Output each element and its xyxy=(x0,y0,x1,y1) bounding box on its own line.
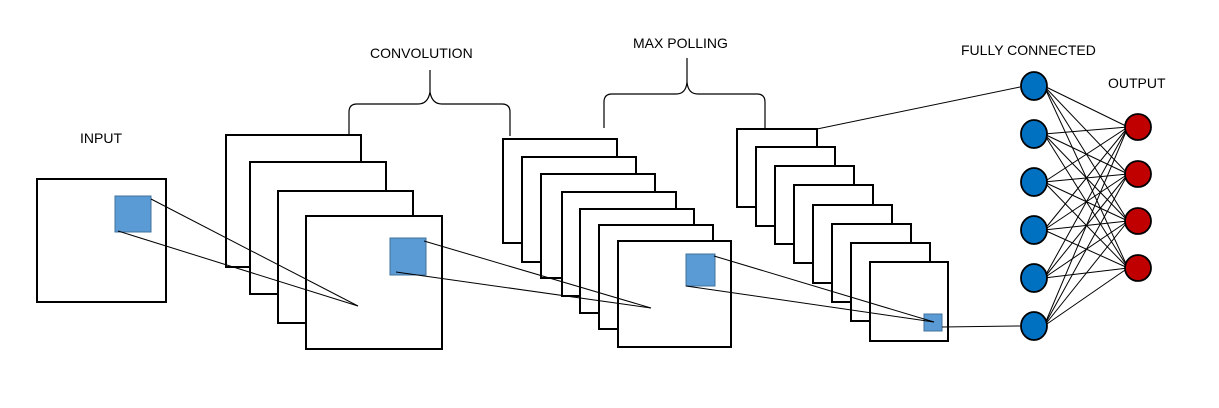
fully-connected-node xyxy=(1020,119,1048,149)
convolution-label: CONVOLUTION xyxy=(370,45,473,61)
convolution-feature-maps xyxy=(225,134,443,350)
connection-line xyxy=(1043,85,1129,128)
input-label: INPUT xyxy=(80,130,122,146)
connection-line xyxy=(1043,126,1129,231)
projection-lines xyxy=(117,86,1021,328)
output-layer xyxy=(1124,113,1152,282)
fully-connected-label: FULLY CONNECTED xyxy=(961,42,1096,58)
fully-connected-node xyxy=(1020,167,1048,197)
conv-map xyxy=(305,215,443,350)
fully-connected-node xyxy=(1020,71,1048,101)
dense-connections xyxy=(1043,85,1129,327)
fully-connected-node xyxy=(1020,215,1048,245)
pool-kernel xyxy=(685,253,716,287)
conv-kernel xyxy=(389,237,427,276)
max-polling-brace xyxy=(603,58,766,128)
connection-line xyxy=(1043,126,1129,135)
connection-line xyxy=(1043,126,1129,327)
fully-connected-node xyxy=(1020,263,1048,293)
fully-connected-node xyxy=(1020,311,1048,341)
output-node xyxy=(1124,254,1152,282)
final-kernel xyxy=(923,313,943,332)
output-node xyxy=(1124,207,1152,235)
input-kernel xyxy=(114,195,152,233)
fully-connected-layer xyxy=(1020,71,1048,341)
connection-line xyxy=(1043,126,1129,183)
pooling-feature-maps xyxy=(502,138,732,348)
output-node xyxy=(1124,160,1152,188)
connection-line xyxy=(1043,126,1129,279)
output-label: OUTPUT xyxy=(1108,75,1166,91)
connection-line xyxy=(1043,220,1129,327)
connection-line xyxy=(1043,267,1129,327)
output-node xyxy=(1124,113,1152,141)
final-feature-maps xyxy=(736,128,949,342)
connection-line xyxy=(1043,173,1129,327)
max-polling-label: MAX POLLING xyxy=(633,35,728,51)
convolution-brace xyxy=(348,70,511,136)
